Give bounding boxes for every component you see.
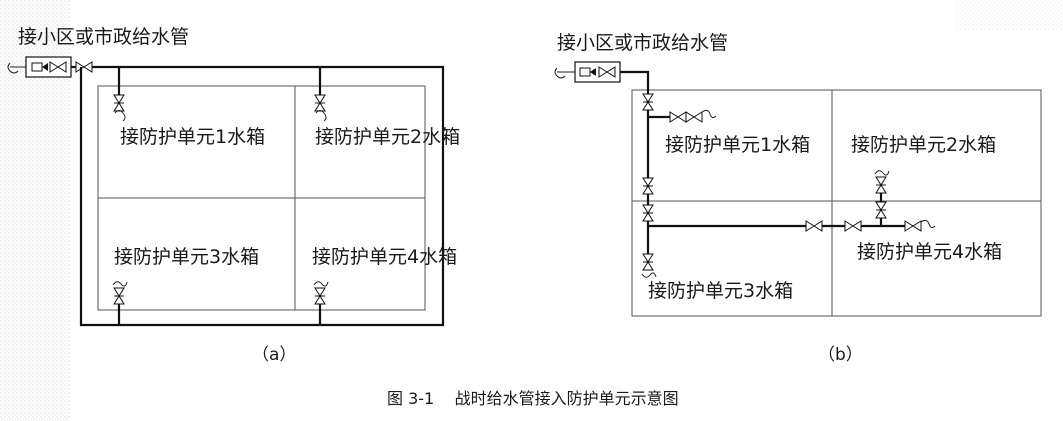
sublabel-a: （a）	[252, 345, 296, 365]
room-grid-b	[631, 89, 1042, 317]
gate-valve-icon	[875, 201, 887, 219]
gate-valve-icon	[669, 111, 687, 123]
unit-label-a-2: 接防护单元2水箱	[315, 126, 460, 148]
gate-valve-icon	[113, 287, 125, 305]
gate-valve-icon	[75, 61, 93, 73]
gate-valve-icon	[642, 253, 654, 271]
gate-valve-icon	[642, 177, 654, 195]
unit-label-a-1: 接防护单元1水箱	[120, 126, 265, 148]
meter-box-icon	[25, 56, 72, 78]
diagram-a: 接小区或市政给水管 接防护单元1水箱 接防护单	[7, 26, 460, 365]
gate-valve-icon	[844, 220, 862, 232]
source-label-a: 接小区或市政给水管	[18, 26, 189, 48]
gate-valve-icon	[642, 93, 654, 111]
figure-caption: 图 3-1 战时给水管接入防护单元示意图	[387, 389, 679, 408]
gate-valve-icon	[314, 287, 326, 305]
meter-box-icon	[574, 61, 621, 83]
scan-texture-corner	[955, 0, 1063, 30]
unit-label-a-4: 接防护单元4水箱	[312, 246, 457, 268]
gate-valve-icon	[314, 94, 326, 112]
unit-label-b-3: 接防护单元3水箱	[648, 280, 793, 302]
diagram-b: 接小区或市政给水管	[554, 32, 1042, 365]
source-label-b: 接小区或市政给水管	[557, 32, 728, 54]
gate-valve-icon	[904, 220, 922, 232]
gate-valve-icon	[113, 94, 125, 112]
unit-label-b-2: 接防护单元2水箱	[851, 134, 996, 156]
check-valve-icon	[805, 220, 823, 232]
unit-label-a-3: 接防护单元3水箱	[114, 246, 259, 268]
gate-valve-icon	[642, 204, 654, 222]
unit-label-b-4: 接防护单元4水箱	[857, 241, 1002, 263]
ring-main-pipe-a	[79, 65, 445, 327]
sublabel-b: （b）	[818, 345, 863, 365]
pipe-end-icon	[554, 67, 566, 79]
unit-label-b-1: 接防护单元1水箱	[665, 134, 810, 156]
